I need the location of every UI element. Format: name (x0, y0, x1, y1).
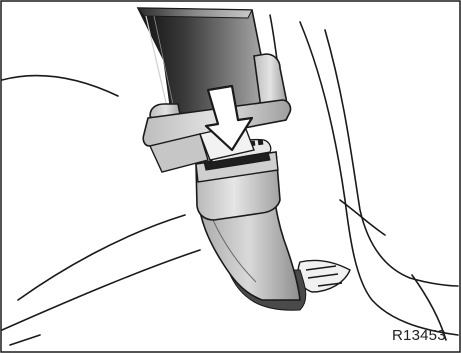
anchor-slot (298, 260, 350, 292)
figure-code-label: R13453 (392, 327, 446, 344)
